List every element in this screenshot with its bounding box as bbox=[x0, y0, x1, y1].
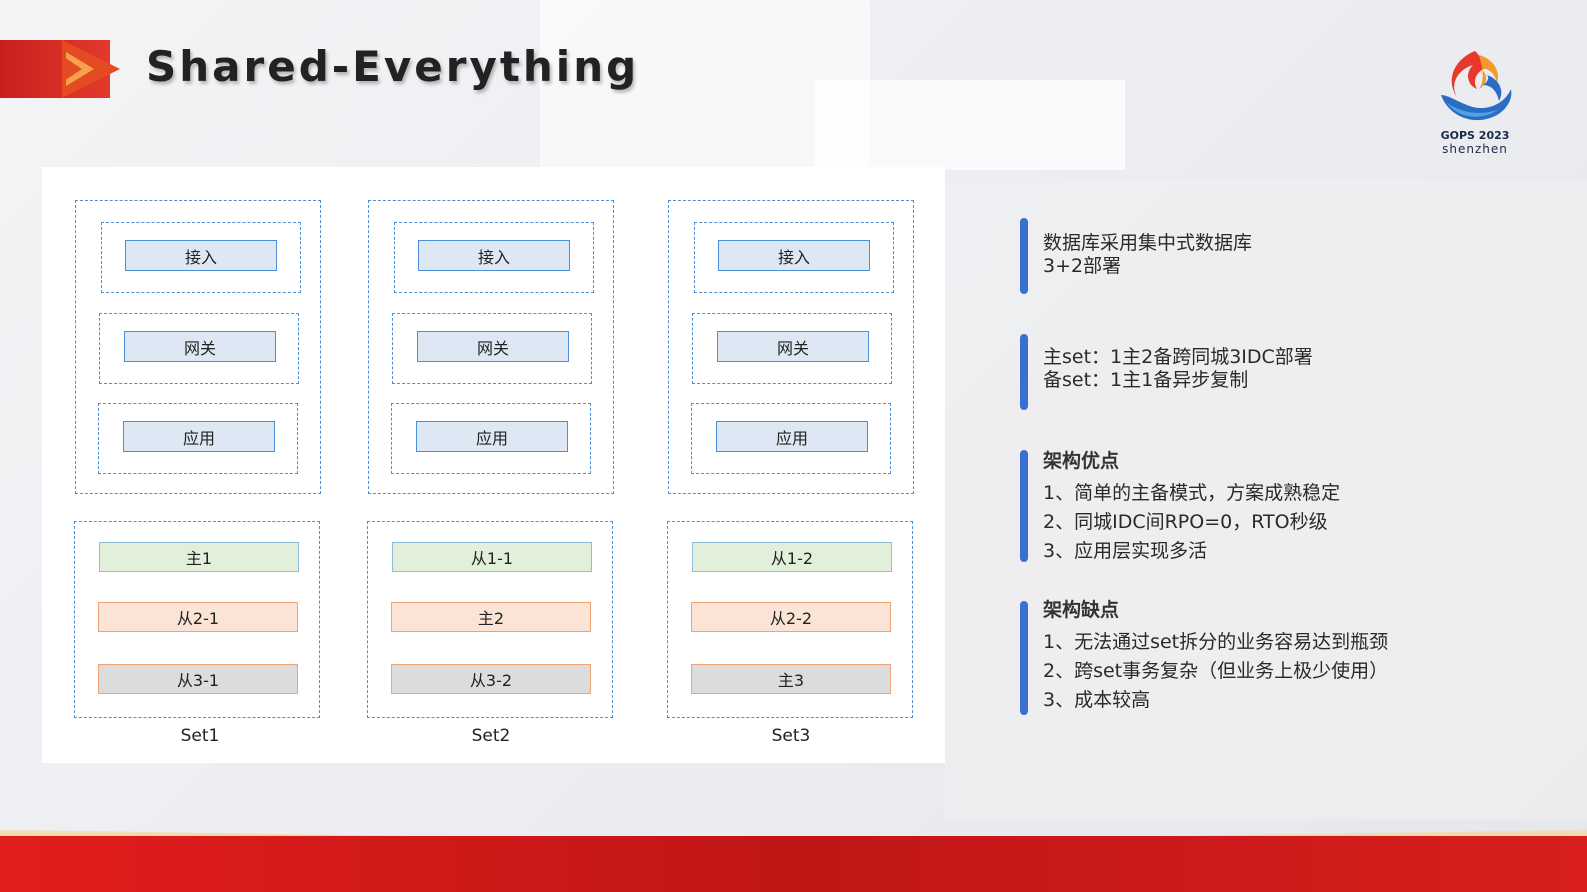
set2-access-box: 接入 bbox=[418, 240, 570, 271]
cons-item: 3、成本较高 bbox=[1043, 689, 1151, 711]
set2-service-group bbox=[368, 200, 614, 494]
logo-city: shenzhen bbox=[1442, 142, 1508, 156]
background-panel bbox=[815, 80, 1125, 170]
set1-db-node: 从3-1 bbox=[98, 664, 298, 694]
set2-db-group bbox=[367, 521, 613, 718]
set2-gateway-group bbox=[392, 313, 592, 384]
note-accent-bar bbox=[1020, 450, 1028, 562]
pros-item: 2、同城IDC间RPO=0，RTO秒级 bbox=[1043, 511, 1328, 533]
note-accent-bar bbox=[1020, 601, 1028, 715]
set3-access-group bbox=[694, 222, 894, 293]
background-panel bbox=[945, 180, 1587, 820]
set3-access-box: 接入 bbox=[718, 240, 870, 271]
set2-db-node: 从3-2 bbox=[391, 664, 591, 694]
set2-db-node: 主2 bbox=[391, 602, 591, 632]
set1-access-box: 接入 bbox=[125, 240, 277, 271]
pros-item: 1、简单的主备模式，方案成熟稳定 bbox=[1043, 482, 1341, 504]
chevron-arrow-cut bbox=[64, 57, 82, 81]
architecture-diagram: 接入 网关 应用 主1 从2-1 从3-1 Set1 接入 网关 应用 从1-1… bbox=[42, 167, 945, 763]
set3-db-group bbox=[667, 521, 913, 718]
set1-label: Set1 bbox=[180, 726, 220, 746]
pros-heading: 架构优点 bbox=[1043, 450, 1120, 472]
set2-gateway-box: 网关 bbox=[417, 331, 569, 362]
gops-flame-icon bbox=[1441, 51, 1512, 121]
set1-gateway-box: 网关 bbox=[124, 331, 276, 362]
set1-app-box: 应用 bbox=[123, 421, 275, 452]
set3-gateway-group bbox=[692, 313, 892, 384]
set3-label: Set3 bbox=[771, 726, 811, 746]
set1-db-node: 从2-1 bbox=[98, 602, 298, 632]
set3-app-group bbox=[691, 403, 891, 474]
note-accent-bar bbox=[1020, 218, 1028, 294]
set3-app-box: 应用 bbox=[716, 421, 868, 452]
set3-gateway-box: 网关 bbox=[717, 331, 869, 362]
gops-logo: GOPS 2023 shenzhen bbox=[1432, 45, 1518, 160]
note-line: 3+2部署 bbox=[1043, 255, 1122, 277]
cons-heading: 架构缺点 bbox=[1043, 599, 1120, 621]
cons-item: 1、无法通过set拆分的业务容易达到瓶颈 bbox=[1043, 631, 1389, 653]
set1-gateway-group bbox=[99, 313, 299, 384]
set3-db-node: 从1-2 bbox=[692, 542, 892, 572]
set1-db-node: 主1 bbox=[99, 542, 299, 572]
set2-app-group bbox=[391, 403, 591, 474]
set2-access-group bbox=[394, 222, 594, 293]
set2-app-box: 应用 bbox=[416, 421, 568, 452]
set2-db-node: 从1-1 bbox=[392, 542, 592, 572]
page-title: Shared-Everything bbox=[146, 42, 640, 91]
set1-app-group bbox=[98, 403, 298, 474]
cons-item: 2、跨set事务复杂（但业务上极少使用） bbox=[1043, 660, 1389, 682]
note-accent-bar bbox=[1020, 334, 1028, 410]
set3-db-node: 主3 bbox=[691, 664, 891, 694]
set3-db-node: 从2-2 bbox=[691, 602, 891, 632]
note-line: 备set：1主1备异步复制 bbox=[1043, 369, 1249, 391]
set2-label: Set2 bbox=[471, 726, 511, 746]
note-line: 主set：1主2备跨同城3IDC部署 bbox=[1043, 346, 1313, 368]
set1-service-group bbox=[75, 200, 321, 494]
set1-access-group bbox=[101, 222, 301, 293]
bottom-red-band bbox=[0, 836, 1587, 892]
note-line: 数据库采用集中式数据库 bbox=[1043, 232, 1253, 254]
set3-service-group bbox=[668, 200, 914, 494]
set1-db-group bbox=[74, 521, 320, 718]
logo-event-name: GOPS 2023 bbox=[1440, 129, 1510, 142]
pros-item: 3、应用层实现多活 bbox=[1043, 540, 1208, 562]
